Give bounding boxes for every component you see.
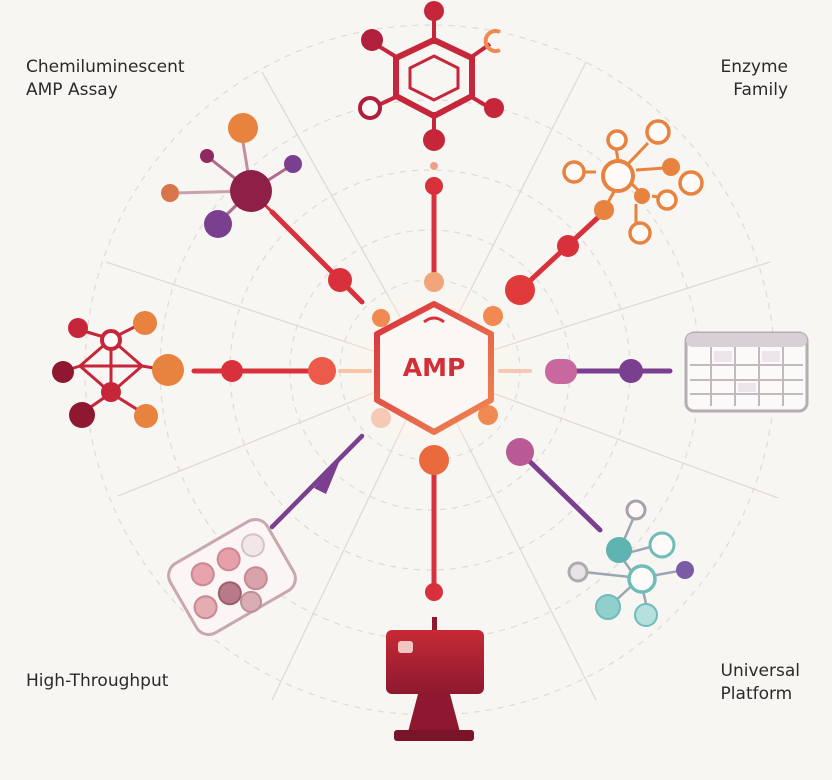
center-hexagon xyxy=(374,301,494,435)
spoke-node xyxy=(419,445,449,475)
molecule-atom xyxy=(358,96,382,120)
spoke-node xyxy=(308,357,336,385)
spoke-node xyxy=(619,359,643,383)
spoke-node xyxy=(478,405,498,425)
spoke-node xyxy=(425,177,443,195)
spoke-node xyxy=(483,306,503,326)
molecule-atom xyxy=(483,29,501,53)
hex-accent xyxy=(423,316,445,324)
molecule-network-icon xyxy=(562,119,704,245)
center-label: AMP xyxy=(403,353,466,382)
spoke-bottom-left xyxy=(269,408,391,530)
monitor-icon xyxy=(386,617,484,741)
spoke-left xyxy=(191,357,372,385)
node-cluster-icon xyxy=(161,113,302,238)
molecule-atom xyxy=(484,98,504,118)
label-universal-platform: Universal Platform xyxy=(720,661,800,704)
spoke-node xyxy=(505,275,535,305)
spoke-node xyxy=(424,272,444,292)
spoke-node xyxy=(371,408,391,428)
spoke-node xyxy=(425,583,443,601)
spoke-node xyxy=(545,359,577,384)
spoke-bottom-right xyxy=(478,405,603,533)
spoke-node xyxy=(506,438,534,466)
label-high-throughput: High-Throughput xyxy=(26,671,169,691)
spoke-node xyxy=(557,235,579,257)
amp-hub: AMP xyxy=(374,301,494,435)
label-enzyme-family: Enzyme Family xyxy=(720,57,788,100)
molecule-atom xyxy=(424,1,444,21)
spoke-node xyxy=(221,360,243,382)
molecule-atom xyxy=(361,29,383,51)
arrow-head-icon xyxy=(314,460,340,494)
well-plate-icon xyxy=(167,517,297,637)
spoke-node xyxy=(372,309,390,327)
spoke-top-left xyxy=(269,209,390,327)
spoke-top-right xyxy=(483,207,609,326)
label-chemiluminescent-amp-assay: Chemiluminescent AMP Assay xyxy=(26,57,185,100)
spoke-right xyxy=(498,359,673,384)
diamond-network-icon xyxy=(52,311,184,428)
table-grid-icon xyxy=(684,331,809,413)
spoke-node xyxy=(430,162,438,170)
spoke-node xyxy=(328,268,352,292)
teal-molecule-network-icon xyxy=(567,499,694,627)
spoke-top xyxy=(424,162,444,292)
molecule-atom xyxy=(423,129,445,151)
hexagon-molecule-icon xyxy=(358,1,504,151)
